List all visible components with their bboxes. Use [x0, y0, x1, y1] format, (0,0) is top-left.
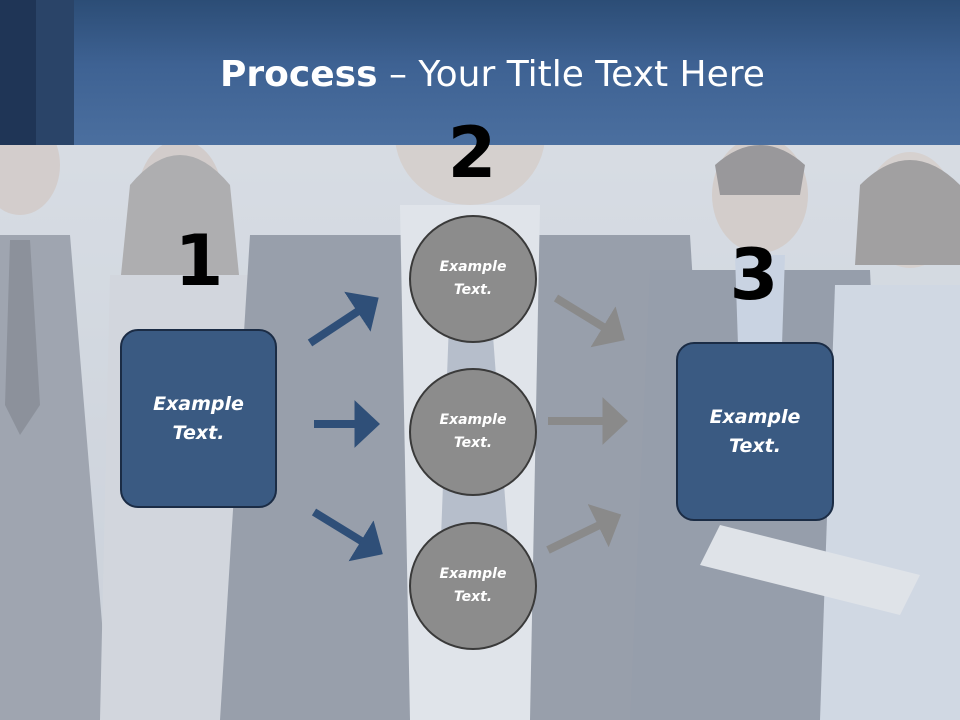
title-rest: – Your Title Text Here — [377, 54, 765, 95]
circle-top: Example Text. — [409, 215, 537, 343]
title-bar-accent-dark — [0, 0, 36, 145]
arrow-to-circle-bottom — [311, 508, 383, 562]
step-number-1: 1 — [174, 220, 224, 302]
step-3-text: Example Text. — [709, 405, 801, 457]
step-number-3: 3 — [729, 234, 779, 316]
arrow-from-circle-bottom — [546, 504, 622, 554]
circle-bottom-text: Example Text. — [439, 566, 507, 605]
step-1-box: Example Text. — [120, 329, 277, 508]
circle-bottom: Example Text. — [409, 522, 537, 650]
arrow-to-circle-top — [307, 291, 379, 347]
circle-middle: Example Text. — [409, 368, 537, 496]
title-bar-accent-mid — [36, 0, 74, 145]
circle-top-text: Example Text. — [439, 259, 507, 298]
slide-title: Process – Your Title Text Here — [0, 52, 960, 98]
title-bar: Process – Your Title Text Here — [0, 0, 960, 145]
step-1-text: Example Text. — [153, 392, 244, 444]
arrow-from-circle-top — [553, 294, 625, 348]
circle-middle-text: Example Text. — [439, 412, 507, 451]
title-bold: Process — [220, 54, 378, 95]
step-number-2: 2 — [447, 112, 497, 194]
step-3-box: Example Text. — [676, 342, 834, 521]
